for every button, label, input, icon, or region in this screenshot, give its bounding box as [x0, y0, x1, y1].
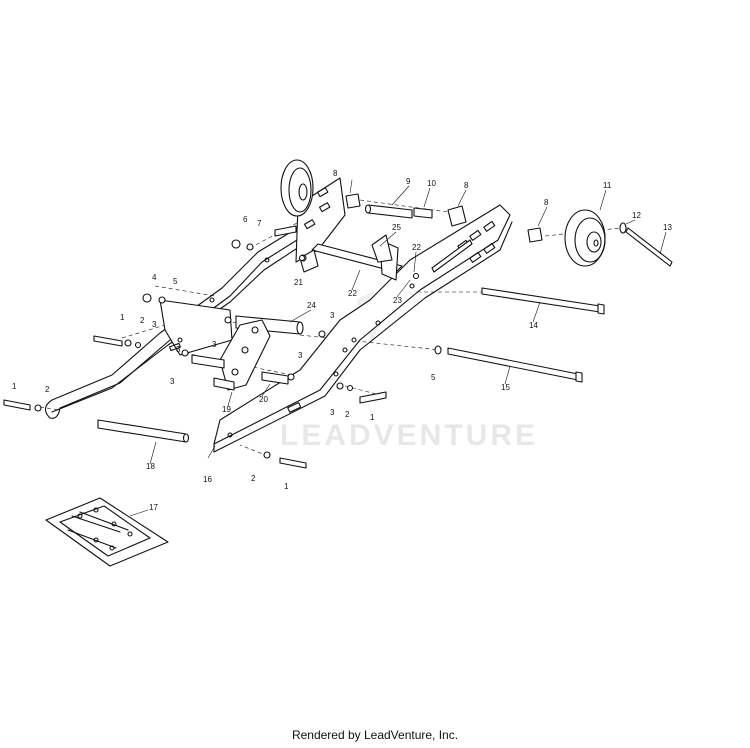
- fasteners: [3, 222, 673, 469]
- callout-2: 2: [251, 474, 256, 483]
- callout-3: 3: [298, 351, 303, 360]
- callout-18: 18: [146, 462, 155, 471]
- watermark-text: LEADVENTURE: [280, 419, 538, 452]
- callout-5: 5: [173, 277, 178, 286]
- callout-16: 16: [203, 475, 212, 484]
- callout-2: 2: [45, 385, 50, 394]
- callout-22: 21: [294, 278, 303, 287]
- callout-3: 3: [330, 311, 335, 320]
- callout-labels: 8 9 10 8 8 11 12 13 6 7 25 22 21 22 23 4…: [12, 169, 672, 512]
- callout-3: 3: [212, 340, 217, 349]
- callout-1: 1: [12, 382, 17, 391]
- callout-8: 8: [464, 181, 469, 190]
- center-pivot-group: [191, 315, 304, 391]
- callout-25: 25: [392, 223, 401, 232]
- upper-shaft-group: [345, 193, 543, 243]
- callout-24: 23: [393, 296, 402, 305]
- callout-10: 10: [427, 179, 436, 188]
- callout-11: 11: [603, 181, 612, 190]
- lower-shaft-18: [97, 419, 190, 443]
- callout-1: 1: [284, 482, 289, 491]
- callout-22: 22: [412, 243, 421, 252]
- left-rail: [44, 201, 341, 419]
- callout-9: 9: [406, 177, 411, 186]
- leader-lines: [129, 179, 667, 517]
- right-idler-wheel: [564, 209, 606, 267]
- callout-2: 2: [345, 410, 350, 419]
- callout-12: 12: [632, 211, 641, 220]
- callout-15: 15: [501, 383, 510, 392]
- callout-7: 7: [257, 219, 262, 228]
- long-bolts: [447, 287, 605, 383]
- callout-8: 8: [333, 169, 338, 178]
- left-idler-wheel: [280, 159, 314, 217]
- callout-21: 24: [307, 301, 316, 310]
- torque-arm-25: [371, 234, 393, 263]
- callout-19: 19: [222, 405, 231, 414]
- callout-1: 1: [370, 413, 375, 422]
- callout-1: 1: [120, 313, 125, 322]
- callout-3: 3: [330, 408, 335, 417]
- callout-5: 5: [431, 373, 436, 382]
- slide-17: [45, 497, 169, 567]
- callout-17: 17: [149, 503, 158, 512]
- callout-14: 14: [529, 321, 538, 330]
- callout-23: 22: [348, 289, 357, 298]
- callout-3: 3: [170, 377, 175, 386]
- footer-credit: Rendered by LeadVenture, Inc.: [291, 728, 459, 742]
- callout-3: 3: [176, 345, 181, 354]
- callout-13: 13: [663, 223, 672, 232]
- callout-4: 4: [152, 273, 157, 282]
- callout-8: 8: [544, 198, 549, 207]
- callout-2: 2: [140, 316, 145, 325]
- callout-3: 3: [152, 320, 157, 329]
- callout-6: 6: [243, 215, 248, 224]
- callout-20: 20: [259, 395, 268, 404]
